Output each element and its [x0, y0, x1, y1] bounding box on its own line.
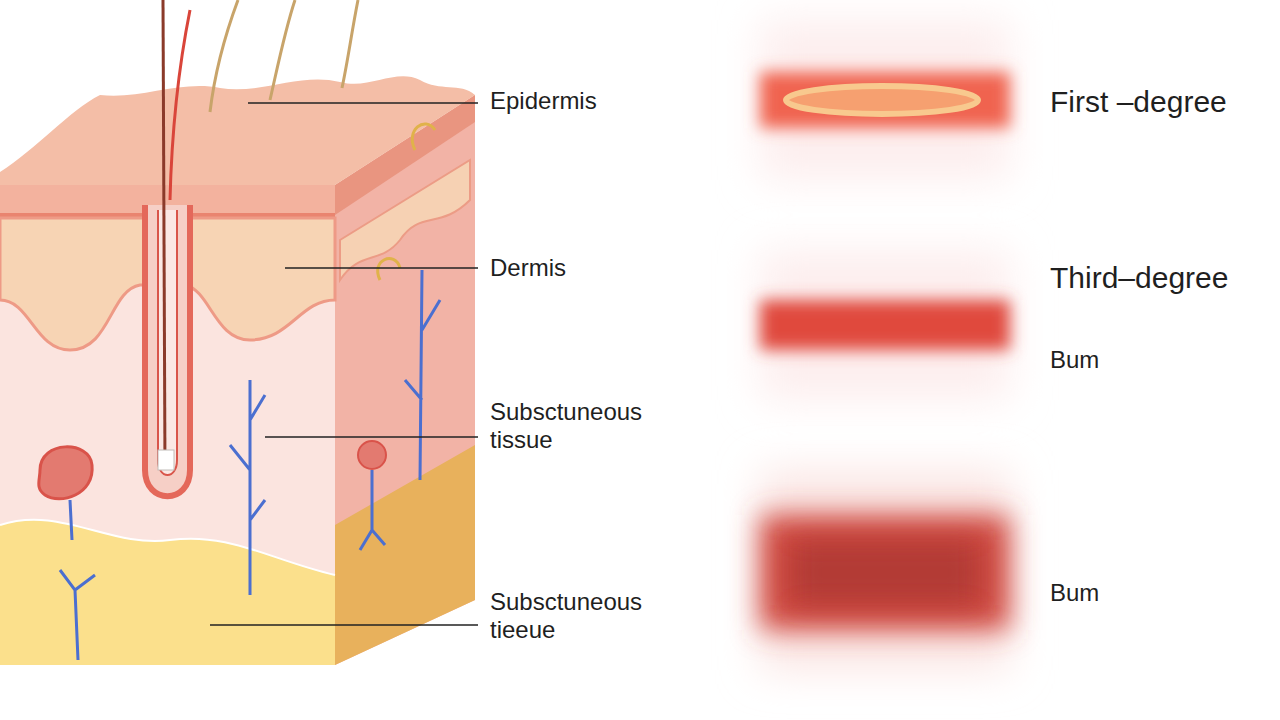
- deep-burn-band: [760, 515, 1010, 630]
- first-degree-highlight: [786, 86, 978, 114]
- deep-burn-core: [790, 540, 980, 605]
- burn-halo: [760, 470, 1010, 670]
- hair-bulb: [158, 450, 174, 470]
- hair: [342, 0, 358, 88]
- side-gland: [358, 441, 386, 469]
- burn-label: Bum: [1050, 579, 1099, 608]
- follicle-sheath: [158, 210, 177, 475]
- layer-label: Subsctuneous tissue: [490, 398, 660, 456]
- side-subcutaneous: [335, 445, 475, 665]
- leader-line: [285, 267, 478, 269]
- leader-line: [248, 102, 478, 104]
- burn-label: First –degree: [1050, 84, 1227, 120]
- third-degree-band: [760, 300, 1010, 350]
- block-side-face: [335, 95, 475, 665]
- block-front-face: [0, 185, 335, 665]
- blood-vessel: [405, 270, 440, 480]
- first-degree-band: [760, 72, 1010, 128]
- blood-vessel: [60, 500, 95, 660]
- hair-follicle: [145, 205, 190, 496]
- leader-line: [210, 624, 478, 626]
- blood-vessel: [230, 380, 265, 595]
- block-top-face: [0, 76, 475, 185]
- nerve-ending: [412, 124, 435, 150]
- subcutaneous-boundary: [0, 520, 335, 575]
- sweat-gland: [39, 447, 92, 499]
- burn-label: Bum: [1050, 346, 1099, 375]
- hair: [210, 0, 238, 112]
- burn-label: Third–degree: [1050, 260, 1228, 296]
- layer-label: Dermis: [490, 254, 566, 283]
- layer-label: Subsctuneous tieeue: [490, 588, 660, 646]
- front-subcutaneous: [0, 520, 335, 665]
- layer-label: Epidermis: [490, 87, 597, 116]
- hair: [270, 0, 295, 100]
- blood-vessel: [360, 470, 385, 550]
- hair-shaft: [170, 10, 190, 200]
- side-dermis-papillae: [340, 160, 470, 280]
- leader-line: [265, 436, 478, 438]
- hair-shaft: [163, 0, 165, 470]
- burn-halo: [760, 20, 1010, 180]
- nerve-ending: [378, 259, 400, 280]
- burn-halo: [760, 250, 1010, 400]
